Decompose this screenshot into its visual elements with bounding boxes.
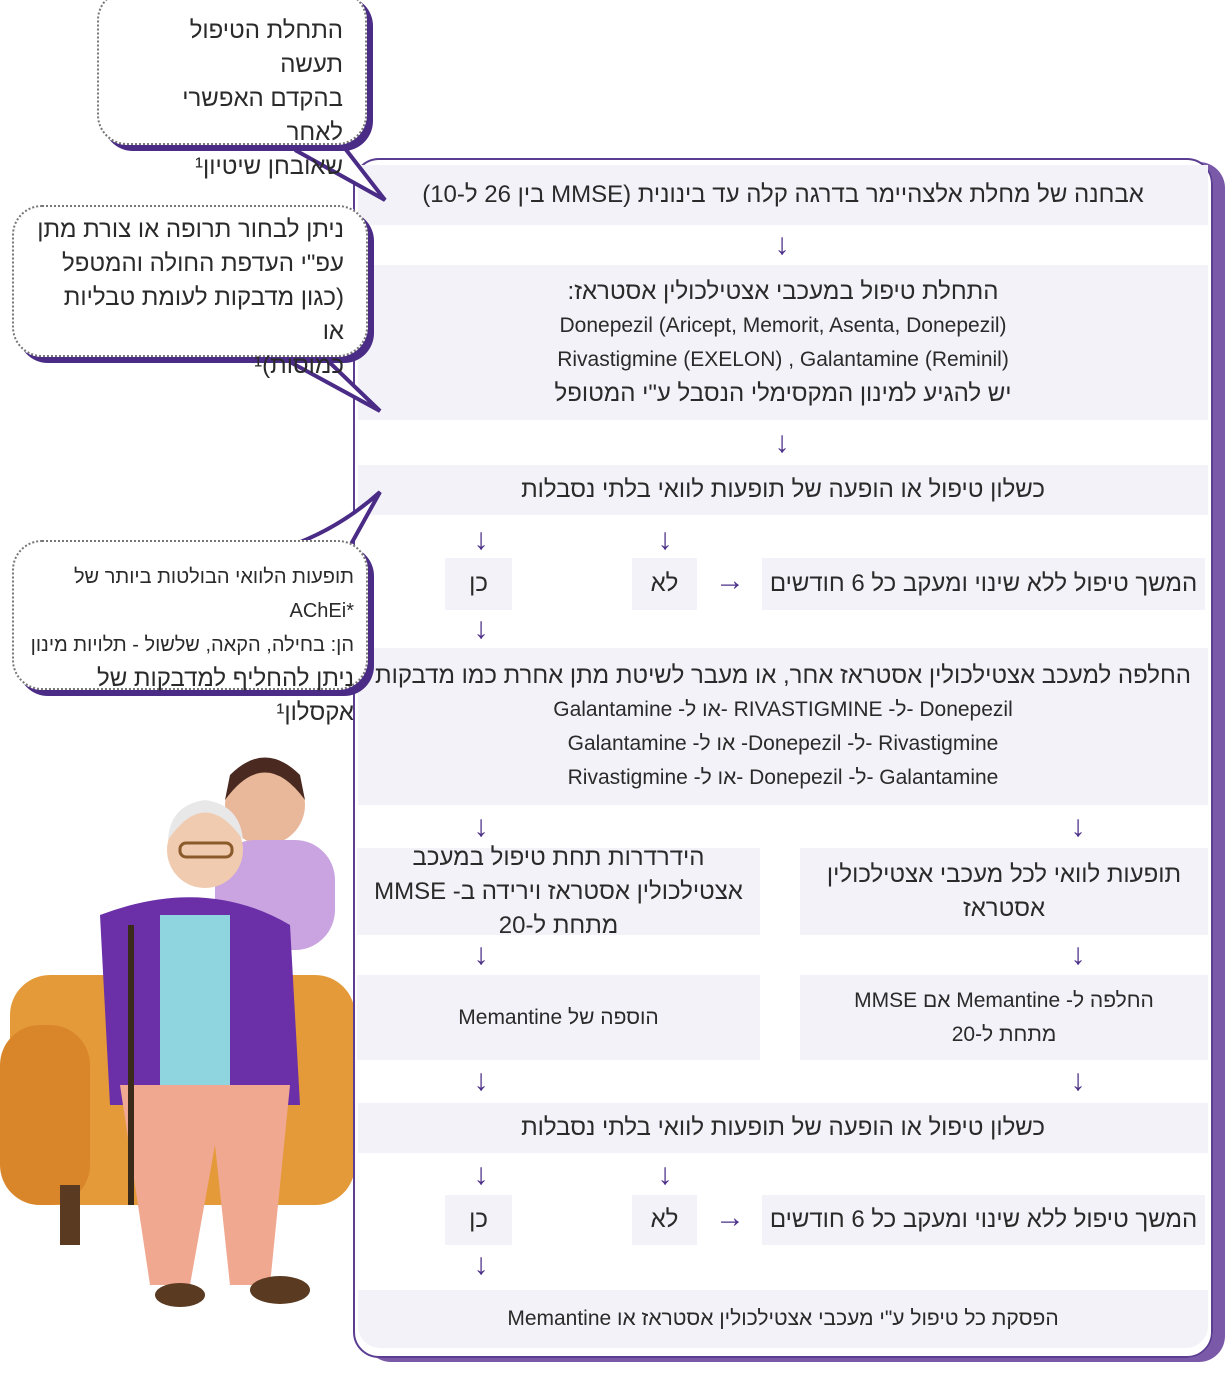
no-label: לא (650, 1206, 679, 1233)
switch-memantine-step: החלפה ל- Memantine אם MMSE מתחת ל-20 (800, 975, 1208, 1060)
arrow-down-icon: ↓ (774, 228, 790, 261)
arrow-right-icon: → (715, 1201, 745, 1234)
bubble-tail (294, 140, 387, 202)
arrow-down-icon: ↓ (473, 938, 489, 971)
yes-branch: כן (445, 558, 512, 610)
step-text: המשך טיפול ללא שינוי ומעקב כל 6 חודשים (769, 1206, 1198, 1233)
drug-list: Donepezil (Aricept, Memorit, Asenta, Don… (559, 313, 1007, 337)
bubble-line: הן: בחילה, הקאה, שלשול - תלויות מינון (30, 634, 354, 656)
arrow-down-icon: ↓ (473, 1158, 489, 1191)
step-text: החלפה ל- Memantine אם MMSE מתחת ל-20 (854, 988, 1154, 1046)
drug-list: Rivastigmine (EXELON) , Galantamine (Rem… (557, 347, 1009, 371)
arrow-down-icon: ↓ (657, 523, 673, 556)
arrow-down-icon: ↓ (473, 1064, 489, 1097)
arrow-down-icon: ↓ (473, 523, 489, 556)
step-text: כשלון טיפול או הופעה של תופעות לוואי בלת… (521, 1114, 1045, 1141)
bubble-line: כמוסות)¹ (254, 352, 344, 379)
arrow-down-icon: ↓ (1070, 938, 1086, 971)
arrow-down-icon: ↓ (473, 612, 489, 645)
arrow-down-icon: ↓ (1070, 1064, 1086, 1097)
arrow-down-icon: ↓ (774, 426, 790, 459)
note-bubble-side-effects: תופעות הלוואי הבולטות ביותר של *AChEi הן… (12, 540, 368, 726)
switch-option: Donepezil -ל- RIVASTIGMINE -או ל- Galant… (553, 697, 1013, 721)
patient-caregiver-illustration (0, 757, 355, 1307)
continue-step: המשך טיפול ללא שינוי ומעקב כל 6 חודשים (762, 558, 1205, 610)
step-text: תופעות לוואי לכל מעכבי אצטילכולין אסטראז (826, 860, 1182, 922)
bubble-line: בהקדם האפשרי לאחר (182, 85, 343, 146)
switch-step: החלפה למעכב אצטילכולין אסטראז אחר, או מע… (358, 648, 1208, 805)
bubble-line: התחלת הטיפול תעשה (189, 17, 343, 78)
step-text: אבחנה של מחלת אלצהיימר בדרגה קלה עד בינו… (422, 181, 1144, 208)
yes-branch: כן (445, 1195, 512, 1245)
start-treatment-step: התחלת טיפול במעכבי אצטילכולין אסטראז: Do… (358, 265, 1208, 420)
step-text: המשך טיפול ללא שינוי ומעקב כל 6 חודשים (769, 570, 1198, 597)
no-label: לא (650, 570, 679, 597)
arrow-down-icon: ↓ (473, 1248, 489, 1281)
continue-step: המשך טיפול ללא שינוי ומעקב כל 6 חודשים (762, 1195, 1205, 1245)
yes-label: כן (469, 570, 488, 597)
arrow-down-icon: ↓ (473, 810, 489, 843)
bubble-line: שאובחן שיטיון¹ (194, 153, 343, 180)
side-effects-step: תופעות לוואי לכל מעכבי אצטילכולין אסטראז (800, 848, 1208, 935)
switch-option: Galantamine -ל- Donepezil -או ל- Rivasti… (567, 765, 999, 789)
step-text: כשלון טיפול או הופעה של תופעות לוואי בלת… (521, 476, 1045, 503)
step-title: התחלת טיפול במעכבי אצטילכולין אסטראז: (567, 277, 999, 305)
step-text: הוספה של Memantine (458, 1005, 659, 1029)
bubble-line: ניתן להחליף למדבקות של אקסלון¹ (97, 665, 354, 726)
stop-treatment-step: הפסקת כל טיפול ע"י מעכבי אצטילכולין אסטר… (358, 1290, 1208, 1348)
step-note: יש להגיע למינון המקסימלי הנסבל ע"י המטופ… (554, 379, 1012, 407)
arrow-right-icon: → (715, 564, 745, 597)
arrow-down-icon: ↓ (1070, 810, 1086, 843)
bubble-line: תופעות הלוואי הבולטות ביותר של *AChEi (73, 566, 354, 622)
add-memantine-step: הוספה של Memantine (357, 975, 760, 1060)
note-bubble-drug-choice: ניתן לבחור תרופה או צורת מתן עפ"י העדפת … (12, 205, 368, 379)
decline-step: הידרדרות תחת טיפול במעכב אצטילכולין אסטר… (357, 844, 760, 939)
note-bubble-early-treatment: התחלת הטיפול תעשה בהקדם האפשרי לאחר שאוב… (97, 0, 367, 180)
step-title: החלפה למעכב אצטילכולין אסטראז אחר, או מע… (375, 661, 1191, 689)
bubble-line: ניתן לבחור תרופה או צורת מתן (37, 216, 344, 243)
no-branch: לא (632, 558, 697, 610)
bubble-line: עפ"י העדפת החולה והמטפל (62, 250, 344, 277)
no-branch: לא (632, 1195, 697, 1245)
bubble-tail (289, 356, 382, 413)
step-text: הידרדרות תחת טיפול במעכב אצטילכולין אסטר… (374, 843, 743, 939)
bubble-line: (כגון מדבקות לעומת טבליות או (63, 284, 344, 345)
flowchart-frame (353, 158, 1213, 1358)
step-text: הפסקת כל טיפול ע"י מעכבי אצטילכולין אסטר… (507, 1307, 1059, 1330)
failure-decision-2: כשלון טיפול או הופעה של תופעות לוואי בלת… (358, 1103, 1208, 1153)
diagnosis-step: אבחנה של מחלת אלצהיימר בדרגה קלה עד בינו… (358, 165, 1208, 225)
yes-label: כן (469, 1206, 488, 1233)
arrow-down-icon: ↓ (657, 1158, 673, 1191)
failure-decision: כשלון טיפול או הופעה של תופעות לוואי בלת… (358, 465, 1208, 515)
switch-option: Rivastigmine -ל- Donepezil- או ל- Galant… (567, 731, 999, 755)
